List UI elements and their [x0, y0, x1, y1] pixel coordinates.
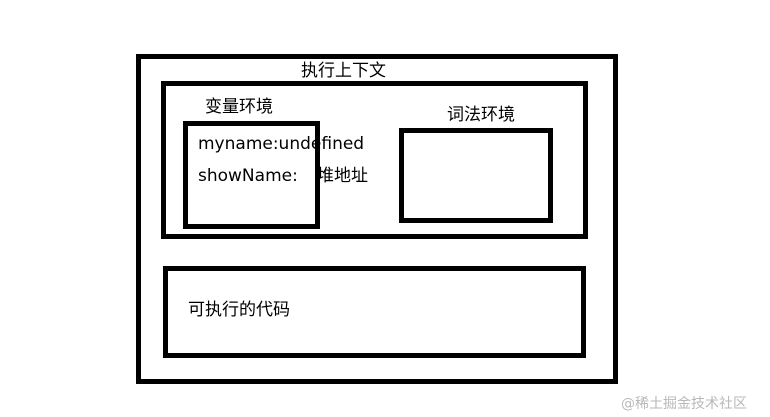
- variable-entry-myname: myname:undefined: [198, 134, 365, 154]
- variable-entry-showname-key: showName:: [198, 166, 298, 186]
- environments-box: [161, 81, 588, 239]
- lexical-env-title: 词法环境: [447, 105, 515, 125]
- executable-code-label: 可执行的代码: [188, 300, 290, 320]
- variable-env-box: [183, 121, 320, 229]
- lexical-env-box: [399, 128, 553, 223]
- executable-code-box: [163, 266, 586, 358]
- variable-env-title: 变量环境: [205, 97, 273, 117]
- execution-context-title: 执行上下文: [301, 61, 386, 81]
- execution-context-box: [136, 54, 618, 384]
- variable-entry-showname-value: 堆地址: [317, 166, 368, 186]
- watermark-text: @稀土掘金技术社区: [621, 396, 747, 412]
